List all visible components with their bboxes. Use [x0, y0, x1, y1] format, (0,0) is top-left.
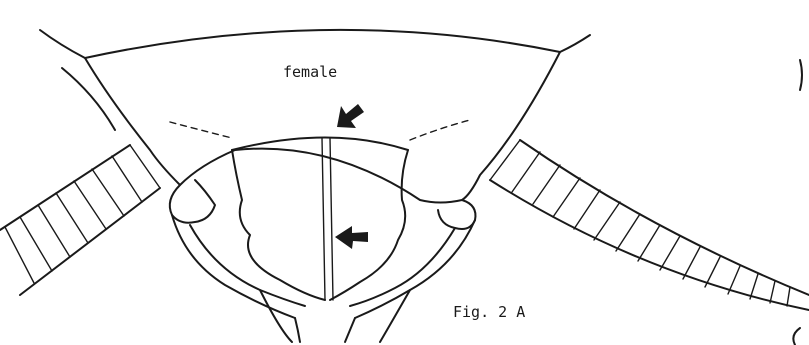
right-upper-margin: [560, 35, 590, 52]
right-suture: [410, 120, 470, 140]
left-suture: [170, 122, 232, 138]
midline-right: [330, 138, 333, 300]
lower-arrow: [335, 226, 368, 249]
right-edge-fragment-top: [800, 60, 802, 90]
figure-caption: Fig. 2 A: [453, 303, 525, 321]
left-upper-margin: [40, 30, 115, 130]
left-antenna: [0, 145, 160, 295]
upper-arrow: [337, 104, 364, 128]
midline-left: [322, 138, 325, 300]
right-edge-fragment-bottom: [793, 328, 800, 345]
left-ventral-lobes: [170, 180, 305, 342]
sex-label: female: [283, 63, 337, 81]
left-inner-lobe: [232, 150, 325, 300]
right-antenna: [490, 140, 809, 310]
